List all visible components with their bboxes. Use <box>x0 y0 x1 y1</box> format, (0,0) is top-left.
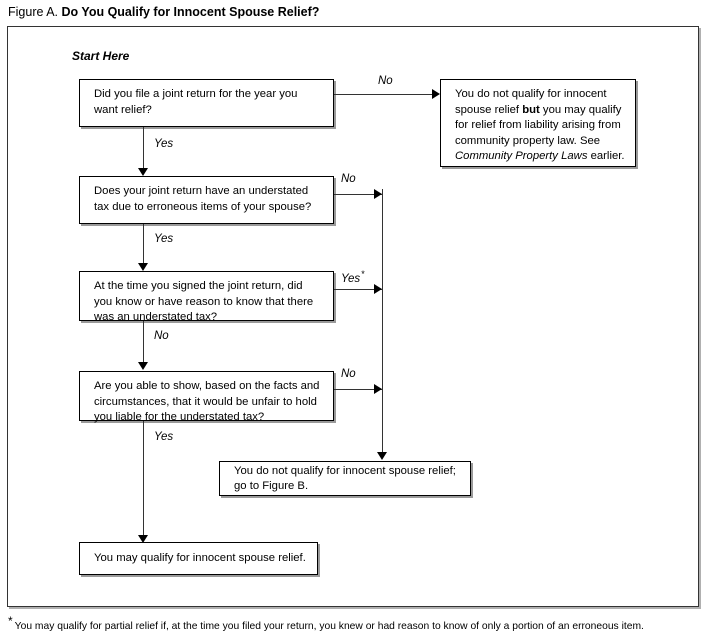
edge-q1-no-line <box>334 94 433 95</box>
edge-label-q3-no: No <box>154 330 169 342</box>
community-text-bold: but <box>522 103 540 116</box>
decision-box-joint-return-text: Did you file a joint return for the year… <box>94 88 298 116</box>
edge-q3-yes-arrowhead <box>374 284 382 294</box>
decision-box-joint-return: Did you file a joint return for the year… <box>79 79 334 127</box>
edge-q3-no-line <box>143 321 144 367</box>
edge-q4-no-line <box>334 389 382 390</box>
footnote: *You may qualify for partial relief if, … <box>8 615 644 633</box>
edge-label-q4-no: No <box>341 368 356 380</box>
outcome-box-may-qualify: You may qualify for innocent spouse reli… <box>79 542 318 575</box>
edge-q1-yes-arrowhead <box>138 168 148 176</box>
edge-q2-no-line <box>334 194 382 195</box>
edge-q2-no-arrowhead <box>374 189 382 199</box>
edge-label-q2-yes: Yes <box>154 233 174 245</box>
outcome-box-figure-b-text: You do not qualify for innocent spouse r… <box>234 464 456 493</box>
edge-q1-yes-line <box>143 127 144 173</box>
edge-q3-yes-line <box>334 289 382 290</box>
outcome-box-community-property-text: You do not qualify for innocent spouse r… <box>455 88 625 162</box>
decision-box-understated-tax-text: Does your joint return have an understat… <box>94 185 312 213</box>
edge-q2-yes-arrowhead <box>138 263 148 271</box>
community-text-2: you may qualify for relief from liabilit… <box>455 103 622 147</box>
edge-q1-no-arrowhead <box>432 89 440 99</box>
decision-box-unfair-to-hold-liable-text: Are you able to show, based on the facts… <box>94 380 320 423</box>
community-text-1: You do not qualify for innocent spouse r… <box>455 88 607 116</box>
figure-label: Figure A. <box>8 5 59 19</box>
edge-trunk-line <box>382 189 383 454</box>
decision-box-reason-to-know-text: At the time you signed the joint return,… <box>94 280 314 323</box>
decision-box-reason-to-know: At the time you signed the joint return,… <box>79 271 334 323</box>
edge-trunk-arrowhead <box>377 452 387 460</box>
edge-label-q4-yes: Yes <box>154 431 174 443</box>
figure-name: Do You Qualify for Innocent Spouse Relie… <box>61 5 320 19</box>
edge-label-q3-yes: Yes* <box>341 268 365 286</box>
edge-label-q3-yes-text: Yes <box>341 272 361 285</box>
edge-q2-yes-line <box>143 224 144 268</box>
outcome-box-community-property: You do not qualify for innocent spouse r… <box>440 79 636 167</box>
edge-q4-no-arrowhead <box>374 384 382 394</box>
community-text-italic: Community Property Laws <box>455 150 588 162</box>
outcome-box-may-qualify-text: You may qualify for innocent spouse reli… <box>94 552 306 565</box>
start-here-label: Start Here <box>72 49 130 63</box>
edge-label-q1-no: No <box>378 75 393 87</box>
edge-q4-yes-line <box>143 421 144 540</box>
community-text-3: earlier. <box>587 150 625 162</box>
outcome-box-figure-b: You do not qualify for innocent spouse r… <box>219 461 471 496</box>
footnote-marker: * <box>8 613 13 628</box>
edge-label-q2-no: No <box>341 173 356 185</box>
decision-box-unfair-to-hold-liable: Are you able to show, based on the facts… <box>79 371 334 423</box>
flowchart-frame: Start Here Did you file a joint return f… <box>7 26 699 607</box>
page-title: Figure A. Do You Qualify for Innocent Sp… <box>8 4 319 20</box>
edge-label-q3-yes-marker: * <box>361 269 365 279</box>
decision-box-understated-tax: Does your joint return have an understat… <box>79 176 334 224</box>
edge-label-q1-yes: Yes <box>154 138 174 150</box>
edge-q4-yes-arrowhead <box>138 535 148 543</box>
footnote-text: You may qualify for partial relief if, a… <box>14 621 644 632</box>
edge-q3-no-arrowhead <box>138 362 148 370</box>
